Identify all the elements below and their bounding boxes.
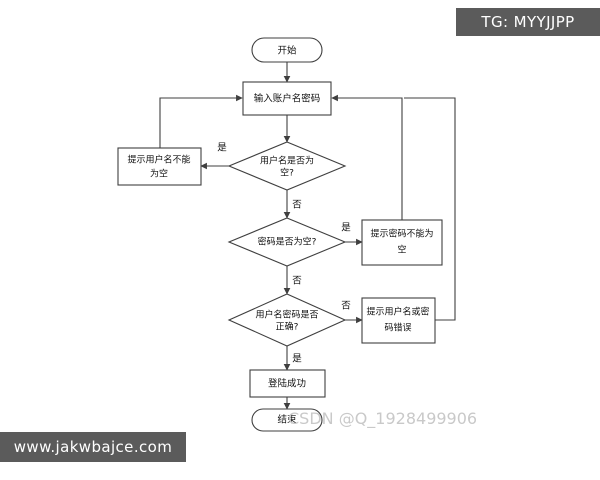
node-decision-username-empty[interactable]: 用户名是否为 空? (227, 141, 347, 191)
decision-username-shape (227, 141, 347, 191)
edge-prompt-password-return (331, 94, 403, 220)
csdn-watermark: CSDN @Q_1928499906 (288, 409, 478, 428)
edge-label-password-no: 否 (292, 276, 302, 287)
edge-label-username-no: 否 (292, 200, 302, 211)
login-success-label: 登陆成功 (268, 378, 306, 390)
prompt-username-label-line2: 为空 (150, 168, 168, 180)
start-shape (251, 37, 323, 63)
tg-badge: TG: MYYJJPP (456, 8, 600, 36)
prompt-username-label-line1: 提示用户名不能 (127, 154, 190, 166)
input-shape (242, 81, 332, 116)
edge-prompt-username-return (159, 94, 243, 148)
end-label: 结束 (277, 414, 297, 426)
prompt-password-shape (361, 219, 443, 266)
login-success-shape (249, 369, 326, 398)
decision-credentials-shape (227, 293, 347, 347)
prompt-credentials-label-line1: 提示用户名或密 (366, 306, 429, 318)
edge-label-username-yes: 是 (217, 143, 227, 154)
flow-edge-labels: 是 否 是 否 否 是 (217, 143, 351, 365)
decision-username-label-line2: 空? (280, 167, 294, 179)
node-decision-credentials-correct[interactable]: 用户名密码是否 正确? (227, 293, 347, 347)
node-login-success[interactable]: 登陆成功 (249, 369, 326, 398)
node-start[interactable]: 开始 (251, 37, 323, 63)
node-end[interactable]: 结束 (251, 408, 323, 432)
node-input-credentials[interactable]: 输入账户名密码 (242, 81, 332, 116)
input-label: 输入账户名密码 (254, 93, 321, 105)
prompt-credentials-label-line2: 码错误 (384, 322, 411, 334)
prompt-credentials-shape (361, 297, 436, 344)
node-prompt-password-empty[interactable]: 提示密码不能为 空 (361, 219, 443, 266)
node-decision-password-empty[interactable]: 密码是否为空? (227, 217, 347, 267)
start-label: 开始 (277, 45, 297, 57)
prompt-password-label-line1: 提示密码不能为 (370, 228, 433, 240)
edge-prompt-credentials-return (404, 97, 456, 321)
node-prompt-username-empty[interactable]: 提示用户名不能 为空 (117, 147, 202, 186)
decision-credentials-label-line2: 正确? (276, 321, 299, 333)
edge-label-password-yes: 是 (341, 223, 351, 234)
decision-password-label: 密码是否为空? (258, 236, 317, 248)
decision-username-label-line1: 用户名是否为 (260, 155, 314, 167)
edge-label-credentials-no: 否 (341, 301, 351, 312)
decision-password-shape (227, 217, 347, 267)
decision-credentials-label-line1: 用户名密码是否 (255, 309, 318, 321)
node-prompt-credentials-wrong[interactable]: 提示用户名或密 码错误 (361, 297, 436, 344)
site-watermark-badge: www.jakwbajce.com (0, 432, 186, 462)
end-shape (251, 408, 323, 432)
edge-label-credentials-yes: 是 (292, 354, 302, 365)
prompt-password-label-line2: 空 (397, 244, 406, 256)
prompt-username-shape (117, 147, 202, 186)
